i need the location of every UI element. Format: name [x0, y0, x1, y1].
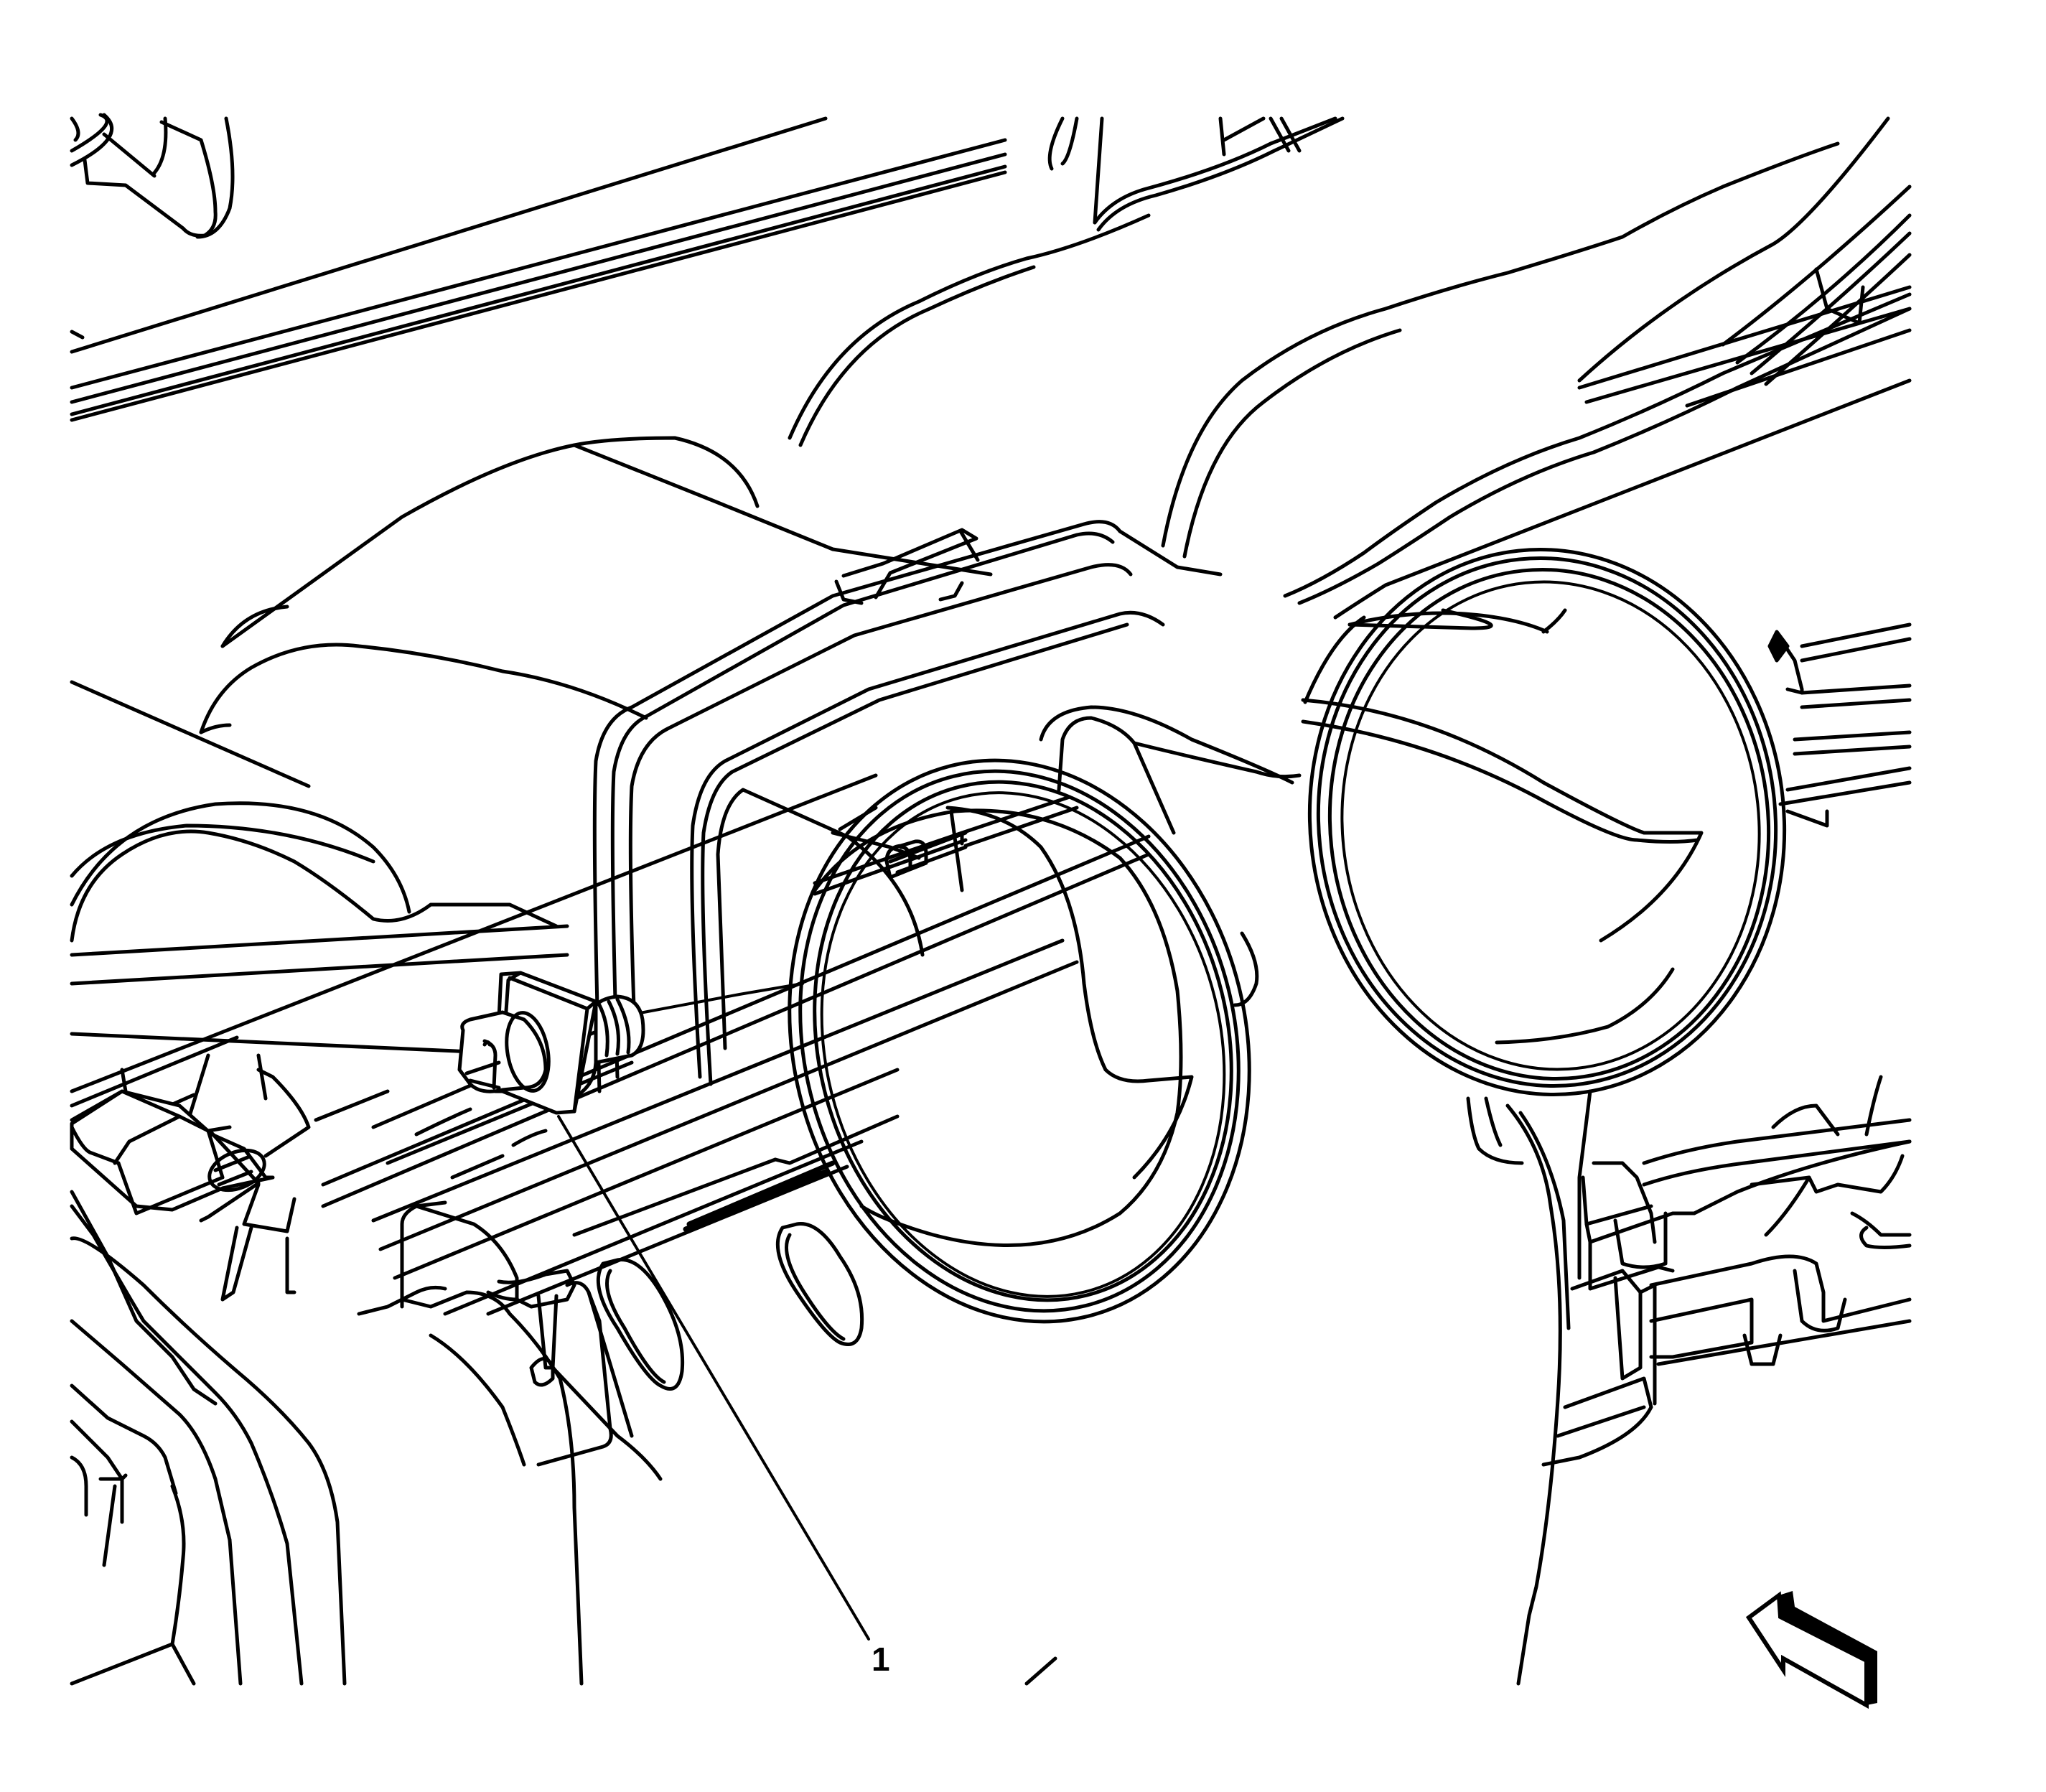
upper-duct-body — [788, 141, 1912, 620]
sensor — [457, 971, 804, 1115]
right-vent-ring — [1301, 285, 1912, 1096]
callout-label-1: 1 — [872, 1641, 890, 1678]
lower-left-block — [70, 1089, 296, 1302]
callout-1-leader-line — [557, 1115, 870, 1641]
upper-left-dash-rails — [70, 116, 1007, 422]
upper-left-bracket — [70, 113, 235, 239]
left-vent-ring — [788, 758, 1259, 1324]
left-duct-lobe — [70, 643, 648, 914]
view-direction-arrow-icon — [1745, 1591, 1877, 1709]
lower-right-bracket — [1541, 1075, 1912, 1467]
lower-center-pillar — [1466, 1089, 1592, 1686]
center-duct — [70, 436, 1302, 1093]
mid-left-dash-panel — [70, 773, 878, 1165]
lower-dash-rails — [321, 834, 1151, 1316]
lower-left-duct — [70, 1190, 1057, 1686]
insertion-path-line — [623, 982, 804, 1017]
oval-cutouts — [596, 1222, 864, 1391]
